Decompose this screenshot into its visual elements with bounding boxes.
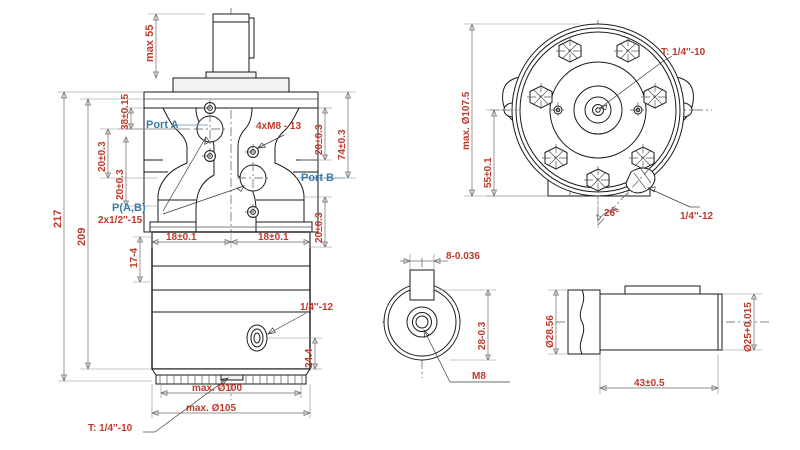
dim-20-a-label: 20±0.3 <box>97 141 108 172</box>
dim-20-b: 20±0.3 <box>115 128 190 207</box>
dim-dia100-label: max. Ø100 <box>192 383 242 394</box>
upper-flange <box>143 77 319 109</box>
dim-24-4: 24.4 <box>267 337 322 370</box>
callout-drain-bottom-label: T: 1/4''-10 <box>88 423 133 434</box>
dim-24-4-label: 24.4 <box>304 348 315 368</box>
dim-26-deg-label: 26° <box>604 208 619 219</box>
callout-drain-bottom: T: 1/4''-10 <box>88 377 229 434</box>
callout-4xm8-label: 4xM8 - 13 <box>256 121 301 132</box>
top-end-view: max. Ø107.5 55±0.1 26° T: 1/4''-10 <box>461 20 714 228</box>
callout-p-ab-thread-label: 2x1/2''-15 <box>98 215 143 226</box>
dim-20-c-label: 20±0.3 <box>314 124 325 155</box>
dim-55-label: 55±0.1 <box>483 157 494 188</box>
dim-dia1075-label: max. Ø107.5 <box>461 91 472 150</box>
dim-key8-label: 8-0.036 <box>446 251 480 262</box>
callout-drain-top-label: 1/4''-12 <box>680 211 714 222</box>
dim-dia105: max. Ø105 <box>151 384 311 418</box>
dim-20-b-label: 20±0.3 <box>115 169 126 200</box>
front-section-view: max 55 38±0.15 20±0.3 20±0.3 <box>52 8 356 434</box>
dim-28-label: 28-0.3 <box>477 321 488 350</box>
dim-18-left: 18±0.1 <box>151 232 232 248</box>
angled-drain-boss <box>597 167 656 226</box>
callout-p-ab: P(A,B) 2x1/2''-15 <box>98 136 245 226</box>
dim-28: 28-0.3 <box>434 289 496 361</box>
dim-26-deg: 26° <box>596 196 619 228</box>
dim-len43-label: 43±0.5 <box>634 378 665 389</box>
output-shaft-geometry <box>205 13 257 79</box>
dim-74-label: 74±0.3 <box>337 129 348 160</box>
dim-18-right-label: 18±0.1 <box>258 232 289 243</box>
dim-217: 217 <box>52 91 152 382</box>
callout-drain-top: 1/4''-12 <box>646 186 714 222</box>
callout-port-a: Port A <box>146 119 208 131</box>
dim-20-c: 20±0.3 <box>300 107 332 161</box>
shaft-end-view: 8-0.036 28-0.3 M8 <box>382 251 510 383</box>
dim-dia25: Ø25+0.015 <box>722 293 762 352</box>
callout-drain-side: 1/4''-12 <box>267 302 334 335</box>
dim-209-label: 209 <box>76 228 88 246</box>
dim-dia100: max. Ø100 <box>160 383 302 398</box>
callout-port-b-label: Port B <box>301 172 334 184</box>
side-drain-port <box>246 324 268 352</box>
callout-p-ab-label: P(A,B) <box>112 202 146 214</box>
main-housing-body <box>151 231 311 385</box>
m8-threaded-holes <box>202 100 261 220</box>
dim-20-d-label: 20±0.3 <box>314 212 325 243</box>
hex-bolt-heads <box>527 37 669 194</box>
dim-key8: 8-0.036 <box>400 251 480 270</box>
dim-38-label: 38±0.15 <box>120 93 131 130</box>
dim-max55: max 55 <box>144 13 205 79</box>
callout-t-thread-top-label: T: 1/4''-10 <box>661 47 706 58</box>
dim-18-right: 18±0.1 <box>230 232 311 248</box>
dim-217-label: 217 <box>52 210 64 228</box>
dim-dia2856: Ø28.56 <box>545 289 568 355</box>
callout-m8-label: M8 <box>472 371 486 382</box>
dim-dia2856-label: Ø28.56 <box>545 315 556 348</box>
dim-209: 209 <box>76 98 152 370</box>
callout-drain-side-label: 1/4''-12 <box>300 302 334 313</box>
callout-m8: M8 <box>423 329 510 383</box>
dim-20-d: 20±0.3 <box>304 196 332 248</box>
callout-port-a-label: Port A <box>146 119 179 131</box>
port-housing-body <box>143 100 319 233</box>
callout-t-thread-top: T: 1/4''-10 <box>599 47 706 111</box>
callout-port-b: Port B <box>300 172 345 184</box>
dim-18-left-label: 18±0.1 <box>166 232 197 243</box>
shaft-side-view: Ø28.56 Ø25+0.015 43±0.5 <box>545 285 770 394</box>
dim-17-4: 17-4 <box>129 236 152 283</box>
dim-dia105-label: max. Ø105 <box>186 403 236 414</box>
callout-4xm8: 4xM8 - 13 <box>256 121 301 149</box>
dim-55: 55±0.1 <box>483 109 548 197</box>
bottom-serration-band <box>155 374 307 385</box>
dim-dia25-label: Ø25+0.015 <box>743 302 754 352</box>
dim-len43: 43±0.5 <box>599 354 719 394</box>
dim-17-4-label: 17-4 <box>129 248 140 268</box>
dim-max55-label: max 55 <box>144 25 156 62</box>
